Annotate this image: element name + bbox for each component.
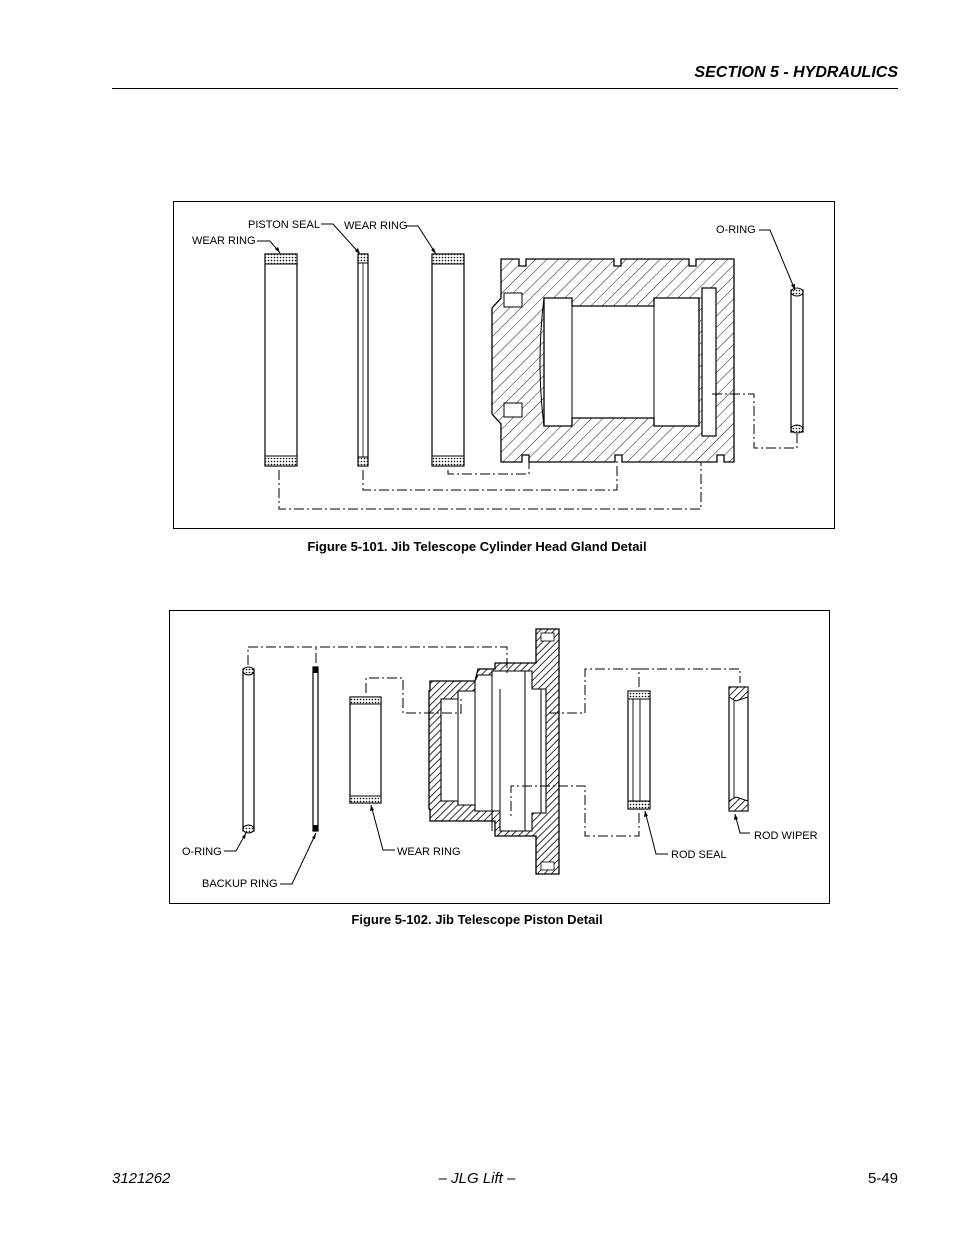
label-backup-ring: BACKUP RING [202,878,278,890]
section-header: SECTION 5 - HYDRAULICS [694,64,898,81]
head-gland-drawing: PISTON SEAL WEAR RING WEAR RING O-RING [192,219,804,510]
wear-ring-right-part [431,253,465,467]
label-rod-seal: ROD SEAL [671,849,727,861]
wear-ring-part [349,696,382,804]
o-ring-part [790,287,804,434]
assembly-leader-lines [247,646,741,837]
figure1-caption: Figure 5-101. Jib Telescope Cylinder Hea… [307,539,647,554]
figure-head-gland-detail: PISTON SEAL WEAR RING WEAR RING O-RING [173,201,835,529]
rod-wiper-part [728,686,749,812]
wear-ring-left-part [264,253,298,467]
piston-body [428,628,560,875]
piston-drawing: O-RING BACKUP RING WEAR RING ROD SEAL RO… [182,628,818,890]
figure2-caption: Figure 5-102. Jib Telescope Piston Detai… [351,912,603,927]
header-rule [112,88,898,89]
assembly-leader-lines [278,393,798,510]
footer-doc-number: 3121262 [112,1170,171,1187]
footer-publisher: – JLG Lift – [438,1170,516,1187]
piston-seal-part [357,253,369,467]
rod-seal-part [627,690,651,810]
head-gland-body [491,258,735,463]
o-ring-part [242,666,255,834]
backup-ring-part [312,666,319,832]
label-piston-seal: PISTON SEAL [248,219,320,231]
figure-piston-detail: O-RING BACKUP RING WEAR RING ROD SEAL RO… [169,610,830,904]
label-wear-ring-right: WEAR RING [344,220,408,232]
label-wear-ring: WEAR RING [397,846,461,858]
label-o-ring: O-RING [182,846,222,858]
label-pointers [224,804,750,885]
footer-page-number: 5-49 [867,1170,898,1187]
label-o-ring: O-RING [716,224,756,236]
label-wear-ring-left: WEAR RING [192,235,256,247]
label-rod-wiper: ROD WIPER [754,830,818,842]
